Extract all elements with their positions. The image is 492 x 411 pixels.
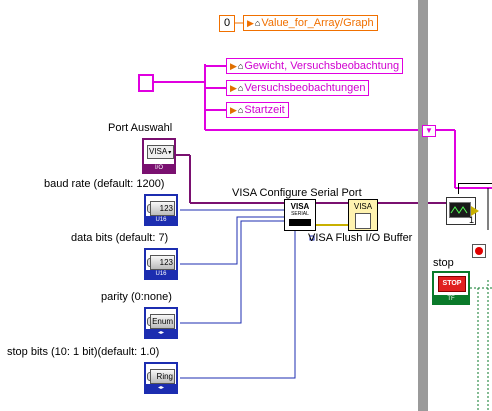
home-icon: ⌂ bbox=[237, 83, 244, 93]
configure-serial-label: VISA Configure Serial Port bbox=[232, 187, 362, 199]
home-icon: ⌂ bbox=[254, 18, 261, 28]
array-index-node[interactable]: 1 bbox=[446, 197, 479, 225]
baud-rate-label: baud rate (default: 1200) bbox=[44, 178, 165, 190]
baud-type-badge: U16 bbox=[146, 216, 176, 224]
flush-label: VISA Flush I/O Buffer bbox=[308, 232, 413, 244]
configure-icon-sub: SERIAL bbox=[291, 211, 309, 217]
flush-icon-text: VISA bbox=[353, 202, 373, 211]
numeric-wire bbox=[180, 209, 296, 379]
stop-button-control[interactable]: STOP TF bbox=[432, 271, 470, 305]
parity-arrows-icon: ◂▸ bbox=[146, 329, 176, 337]
visa-flush-node[interactable]: VISA bbox=[348, 199, 378, 231]
parity-control[interactable]: Enum ◂▸ bbox=[144, 307, 178, 339]
property-node-weight[interactable]: ▶⌂Gewicht, Versuchsbeobachtung bbox=[226, 58, 404, 74]
waveform-trace bbox=[450, 206, 468, 214]
boolean-wire bbox=[470, 280, 492, 411]
stop-button-face: STOP bbox=[438, 276, 466, 292]
structure-border[interactable] bbox=[418, 0, 428, 411]
refnum-terminal[interactable] bbox=[138, 74, 154, 92]
property-node-starttime[interactable]: ▶⌂Startzeit bbox=[226, 102, 289, 118]
arrow-icon: ▶ bbox=[247, 18, 254, 28]
loop-corner bbox=[458, 183, 492, 194]
data-bits-type-badge: U16 bbox=[146, 270, 176, 278]
port-visa-control[interactable]: VISA▾ I/O bbox=[142, 138, 176, 174]
refnum-wire bbox=[152, 64, 492, 189]
stop-bits-label: stop bits (10: 1 bit)(default: 1.0) bbox=[7, 346, 160, 358]
home-icon: ⌂ bbox=[237, 61, 244, 71]
enum-display: Enum bbox=[150, 314, 175, 329]
port-label: Port Auswahl bbox=[108, 122, 173, 134]
home-icon: ⌂ bbox=[237, 105, 244, 115]
serial-port-icon bbox=[289, 219, 311, 226]
numeric-display: 123 bbox=[150, 201, 175, 216]
loop-index-label: 1 bbox=[469, 215, 475, 225]
error-tunnel bbox=[309, 235, 315, 241]
value-array-property[interactable]: ▶⌂Value_for_Array/Graph bbox=[243, 15, 378, 31]
numeric-constant[interactable]: 0 bbox=[219, 15, 235, 32]
parity-label: parity (0:none) bbox=[101, 291, 172, 303]
stop-circle-icon bbox=[475, 247, 483, 255]
arrow-icon: ▶ bbox=[230, 61, 237, 71]
port-type-badge: I/O bbox=[144, 164, 174, 172]
waveform-icon bbox=[449, 202, 471, 218]
stop-condition-terminal[interactable] bbox=[472, 244, 486, 258]
stop-label: stop bbox=[433, 257, 454, 269]
buffer-icon bbox=[355, 213, 371, 229]
arrow-icon: ▶ bbox=[230, 105, 237, 115]
ring-arrows-icon: ◂▸ bbox=[146, 384, 176, 392]
stop-bits-control[interactable]: Ring ◂▸ bbox=[144, 362, 178, 394]
output-arrow-icon bbox=[471, 206, 479, 216]
property-node-observations[interactable]: ▶⌂Versuchsbeobachtungen bbox=[226, 80, 370, 96]
visa-resource-icon: VISA▾ bbox=[147, 145, 174, 159]
shift-register-icon[interactable]: ▼ bbox=[422, 125, 436, 137]
data-bits-control[interactable]: 123 U16 bbox=[144, 248, 178, 280]
baud-rate-control[interactable]: 123 U16 bbox=[144, 194, 178, 226]
ring-display: Ring bbox=[150, 369, 175, 384]
data-bits-label: data bits (default: 7) bbox=[71, 232, 169, 244]
boolean-type-badge: TF bbox=[434, 295, 468, 303]
visa-configure-serial-node[interactable]: VISA SERIAL bbox=[284, 199, 316, 231]
arrow-icon: ▶ bbox=[230, 83, 237, 93]
configure-icon-text: VISA bbox=[290, 202, 310, 211]
numeric-display: 123 bbox=[150, 255, 175, 270]
